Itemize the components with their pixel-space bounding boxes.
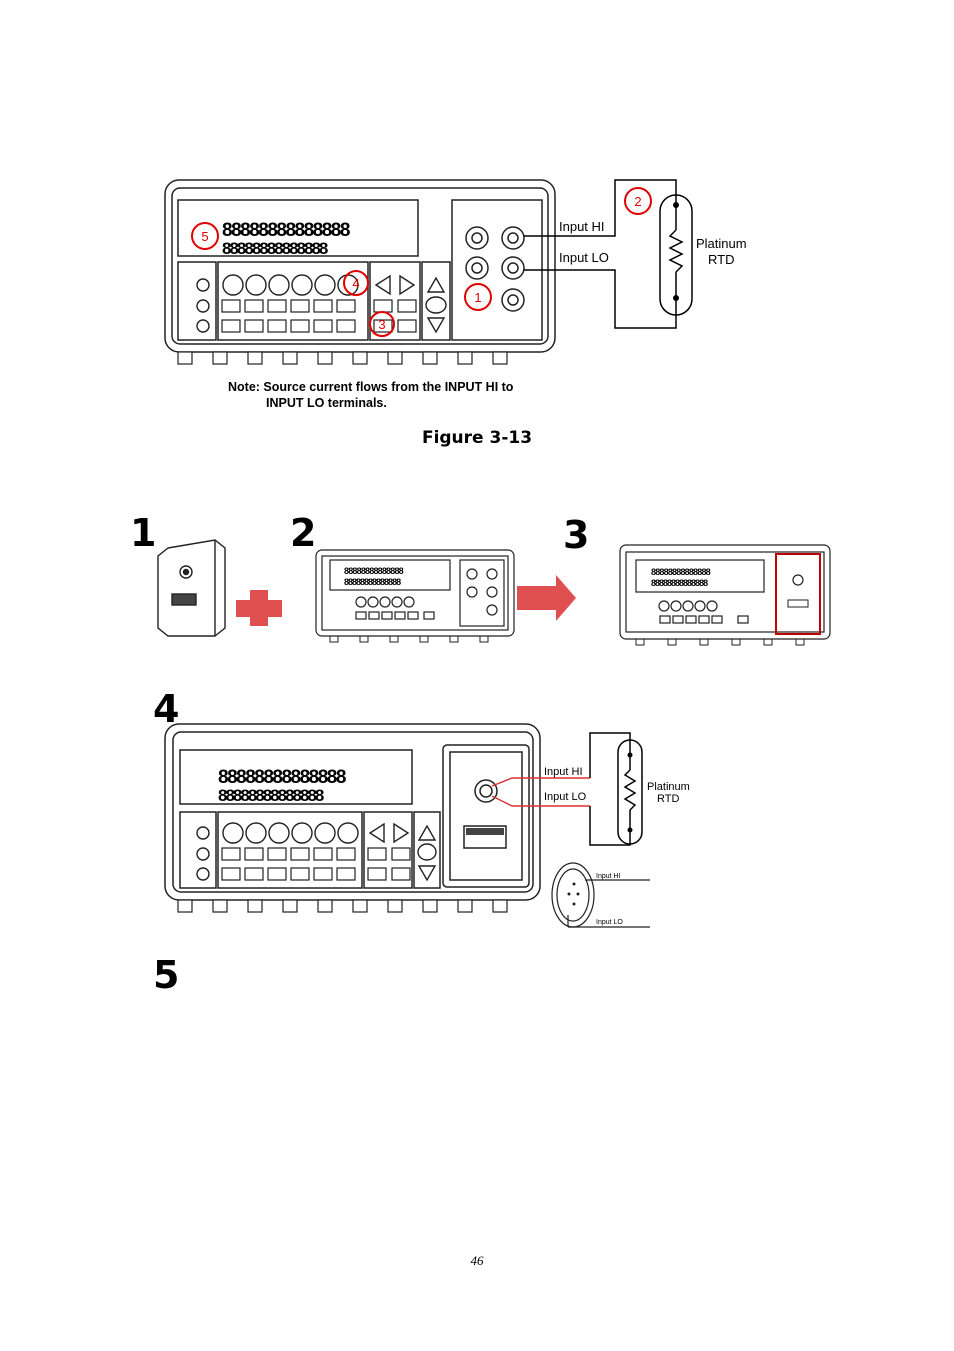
step-number-1: 1: [130, 511, 157, 555]
meter-2-display-row-1: 88888888888888: [344, 566, 404, 576]
callout-1: 1: [474, 290, 481, 305]
panel-keys: [221, 299, 417, 333]
note-line-2: INPUT LO terminals.: [266, 396, 387, 410]
step-number-5: 5: [153, 953, 180, 997]
meter-3-display-row-1: 88888888888888: [651, 567, 711, 577]
input-terminals: [465, 226, 525, 312]
arrow-right-icon: [517, 575, 576, 621]
page-number: 46: [470, 1253, 484, 1268]
figure-caption: Figure 3-13: [421, 428, 533, 448]
fig1-rtd-label: RTD: [708, 252, 734, 267]
note-line-1: Note: Source current flows from the INPU…: [228, 380, 514, 394]
fig1-platinum-label: Platinum: [696, 236, 747, 251]
red-leads: [491, 777, 590, 807]
meter-step-3: [619, 544, 831, 640]
display-row-2: 88888888888888: [222, 239, 328, 258]
step-number-2: 2: [290, 511, 317, 555]
meter-with-adapter: [164, 723, 541, 901]
connector-pinout: [551, 862, 650, 928]
fig1-input-lo-label: Input LO: [559, 250, 609, 265]
meter-step-2: [315, 549, 515, 637]
step-number-3: 3: [563, 513, 590, 557]
connector-input-hi-label: Input HI: [596, 873, 621, 880]
meter-4-display-row-1: 88888888888888: [218, 767, 346, 788]
plus-icon: [236, 590, 282, 626]
rtd-adapter-module: [157, 539, 226, 637]
callout-4: 4: [352, 276, 359, 291]
meter-3-display-row-2: 88888888888888: [651, 578, 708, 588]
callout-circles: [191, 187, 652, 337]
callout-5: 5: [201, 229, 208, 244]
installed-adapter-highlight: [775, 553, 821, 635]
callout-3: 3: [378, 317, 385, 332]
fig4-rtd-label: RTD: [657, 793, 679, 805]
rtd-wiring: [524, 179, 693, 329]
fig4-input-hi-label: Input HI: [544, 766, 583, 778]
display-row-1: 88888888888888: [222, 220, 350, 241]
meter-2-display-row-2: 88888888888888: [344, 577, 401, 587]
connector-input-lo-label: Input LO: [596, 919, 623, 926]
callout-2: 2: [634, 194, 641, 209]
fig4-input-lo-label: Input LO: [544, 791, 587, 803]
panel-feet: [177, 351, 508, 365]
step-number-4: 4: [153, 687, 180, 731]
fig1-input-hi-label: Input HI: [559, 219, 605, 234]
arrow-keys: [374, 274, 446, 334]
fig4-platinum-label: Platinum: [647, 781, 690, 793]
meter-4-display-row-2: 88888888888888: [218, 786, 324, 805]
